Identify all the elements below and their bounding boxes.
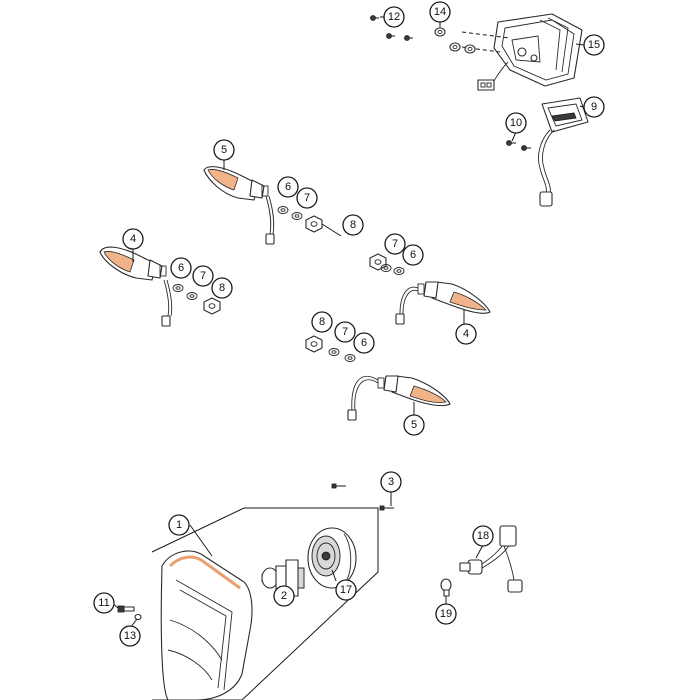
callout-7-left: 7 <box>192 265 214 287</box>
callout-3: 3 <box>380 471 402 493</box>
washer-7-left <box>186 292 198 300</box>
headlight-washer-13 <box>134 613 142 621</box>
svg-text:17: 17 <box>340 584 352 596</box>
callout-9: 9 <box>583 96 605 118</box>
svg-text:7: 7 <box>342 326 348 338</box>
license-light-screws <box>506 140 531 151</box>
callout-8-center: 8 <box>342 214 364 236</box>
washer-6-left <box>172 284 184 292</box>
svg-text:3: 3 <box>388 476 394 488</box>
svg-text:6: 6 <box>410 249 416 261</box>
svg-text:7: 7 <box>304 192 310 204</box>
callout-8-lower: 8 <box>311 311 333 333</box>
callout-7-lower: 7 <box>334 321 356 343</box>
svg-text:8: 8 <box>219 282 225 294</box>
turn-signal-rear-right <box>347 375 451 421</box>
callout-1: 1 <box>168 514 190 536</box>
washer-6-lower <box>344 354 356 362</box>
svg-text:4: 4 <box>463 328 469 340</box>
callout-19: 19 <box>435 603 457 625</box>
washer-7-upper <box>291 212 303 220</box>
tail-light-assembly <box>477 13 583 91</box>
callout-7-right: 7 <box>384 233 406 255</box>
svg-text:5: 5 <box>221 144 227 156</box>
svg-text:19: 19 <box>440 608 452 620</box>
callout-6-left: 6 <box>170 257 192 279</box>
svg-text:18: 18 <box>477 530 489 542</box>
svg-text:5: 5 <box>411 419 417 431</box>
washer-6-upper <box>277 206 289 214</box>
callout-4-right: 4 <box>455 323 477 345</box>
svg-text:7: 7 <box>392 238 398 250</box>
callout-2: 2 <box>273 585 295 607</box>
svg-text:7: 7 <box>200 270 206 282</box>
svg-text:1: 1 <box>176 519 182 531</box>
svg-text:8: 8 <box>319 316 325 328</box>
headlight-housing <box>160 550 253 700</box>
svg-text:4: 4 <box>130 233 136 245</box>
callout-6-right: 6 <box>402 244 424 266</box>
headlight-screw-11 <box>117 605 135 613</box>
callout-11: 11 <box>93 592 115 614</box>
callout-5-upper: 5 <box>213 139 235 161</box>
tail-light-screws <box>370 15 413 41</box>
svg-text:9: 9 <box>591 101 597 113</box>
leader-lines <box>111 16 585 629</box>
svg-text:6: 6 <box>285 181 291 193</box>
nut-8-upper <box>305 215 323 233</box>
tail-light-nuts <box>434 27 476 54</box>
headlight-screws <box>331 483 394 511</box>
license-plate-light <box>538 97 589 207</box>
svg-text:14: 14 <box>434 6 446 18</box>
svg-text:12: 12 <box>388 11 400 23</box>
position-light-bulb <box>440 578 452 597</box>
callout-15: 15 <box>583 34 605 56</box>
callout-5-lower: 5 <box>403 414 425 436</box>
callout-14: 14 <box>429 1 451 23</box>
callout-7-upper: 7 <box>296 187 318 209</box>
headlight-dust-cap <box>307 527 357 589</box>
svg-text:6: 6 <box>178 262 184 274</box>
turn-signal-rear-left <box>99 246 173 327</box>
nut-8-lower <box>305 335 323 353</box>
position-light-socket <box>459 525 523 593</box>
turn-signal-front-right <box>395 281 491 325</box>
callout-13: 13 <box>119 625 141 647</box>
callout-6-lower: 6 <box>353 332 375 354</box>
headlight-group-outline <box>151 507 379 700</box>
svg-text:8: 8 <box>350 219 356 231</box>
nut-8-left <box>203 297 221 315</box>
callout-12: 12 <box>383 6 405 28</box>
callout-10: 10 <box>505 112 527 134</box>
svg-text:15: 15 <box>588 39 600 51</box>
svg-text:2: 2 <box>281 590 287 602</box>
washer-7-lower <box>328 348 340 356</box>
washer-7-right <box>380 264 392 272</box>
callout-17: 17 <box>335 579 357 601</box>
svg-text:6: 6 <box>361 337 367 349</box>
svg-text:13: 13 <box>124 630 136 642</box>
washer-6-right <box>393 267 405 275</box>
callout-18: 18 <box>472 525 494 547</box>
turn-signal-front-left <box>203 166 275 245</box>
svg-text:10: 10 <box>510 117 522 129</box>
callout-8-left: 8 <box>211 277 233 299</box>
callout-4-left: 4 <box>122 228 144 250</box>
callout-6-upper: 6 <box>277 176 299 198</box>
svg-text:11: 11 <box>98 597 109 609</box>
